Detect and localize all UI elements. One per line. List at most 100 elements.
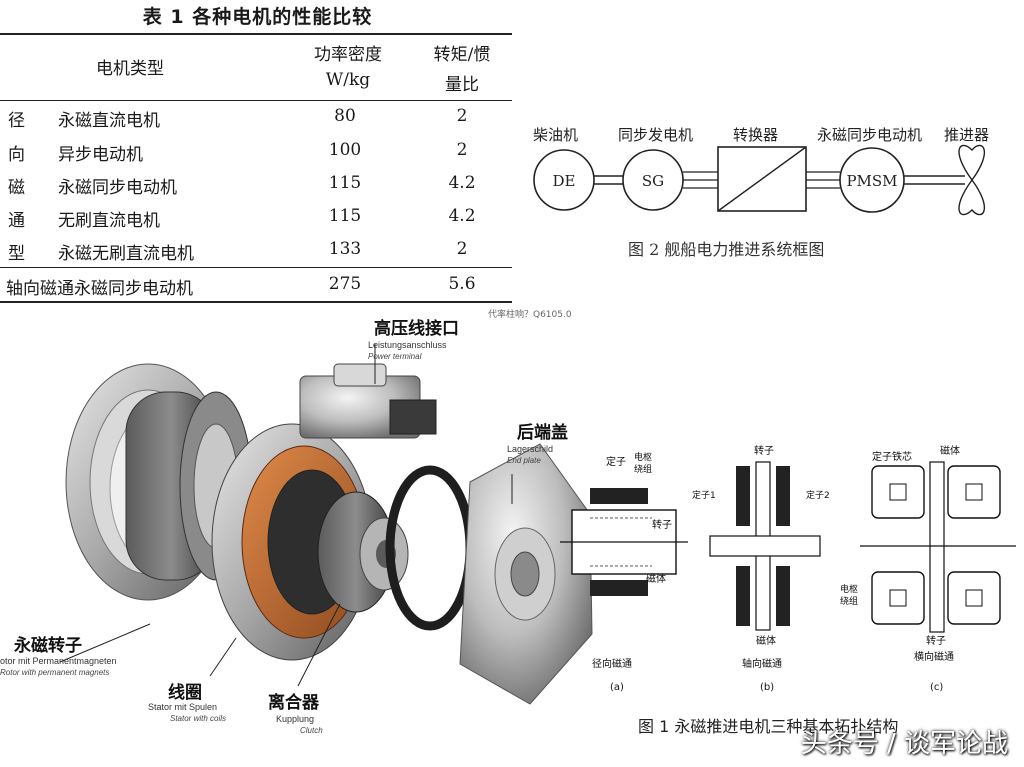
row-ratio: 4.2 [448,173,476,193]
c-core-label: 定子铁芯 [872,450,912,463]
topology-figure: 定子 电枢 绕组 转子 磁体 径向磁通 (a) 转子 定子1 定子2 磁体 轴向… [560,444,1016,736]
row-motor-name: 无刷直流电机 [58,211,160,231]
b-stator2-bottom [776,566,790,626]
table-title: 表 1 各种电机的性能比较 [142,6,373,28]
b-rotor-label: 转子 [754,444,774,457]
a-winding-label: 电枢 [634,451,652,463]
label-propeller: 推进器 [944,126,989,144]
end-plate-label-de: Lagerschild [507,444,554,454]
exploded-motor-photo: 代率柱响？Q6105.0 [0,304,612,767]
last-row-ratio: 5.6 [448,274,476,294]
stator-label: 线圈 [168,683,202,703]
fig2-caption: 图 2 舰船电力推进系统框图 [628,240,824,259]
group-char: 通 [8,211,25,231]
row-motor-name: 异步电动机 [58,145,143,165]
table-top-rule [0,33,512,35]
table-header-rule [0,100,512,101]
last-row-motor-name: 轴向磁通永磁同步电动机 [6,279,193,299]
c-winding-label: 电枢 [840,583,858,595]
b-stator1-label: 定子1 [692,489,716,501]
panel-c-transverse: 定子铁芯 磁体 电枢 绕组 转子 横向磁通 (c) [840,444,1016,693]
cropped-text-snippet: 代率柱响？Q6105.0 [488,308,572,320]
group-char: 径 [8,111,25,131]
fig1-caption: 图 1 永磁推进电机三种基本拓扑结构 [638,717,898,736]
end-plate-label-en: End plate [507,456,541,465]
rotor-label-en: Rotor with permanent magnets [0,668,110,677]
header-torque-ratio-2: 量比 [445,75,479,95]
a-rotor-label: 转子 [652,518,672,531]
c-rotor-bar [929,461,945,633]
power-terminal-label-de: Leistungsanschluss [368,340,447,350]
diesel-node-label: DE [553,172,576,190]
propeller-icon [958,144,986,216]
leader-line [297,603,341,687]
clutch-label: 离合器 [268,693,319,713]
converter-diagonal [717,146,807,212]
leader-line [59,623,151,663]
a-stator-label: 定子 [606,455,626,468]
clutch-label-de: Kupplung [276,714,315,724]
row-motor-name: 永磁直流电机 [58,111,160,131]
a-magnet-label: 磁体 [646,572,666,585]
c-rotor-label: 转子 [926,634,946,647]
b-stator1-bottom [736,566,750,626]
leader-line [209,637,237,677]
end-plate [459,443,593,705]
stator-label-de: Stator mit Spulen [148,702,218,712]
header-motor-type: 电机类型 [96,59,164,79]
row-motor-name: 永磁无刷直流电机 [58,244,194,264]
label-diesel: 柴油机 [533,126,578,144]
label-generator: 同步发电机 [618,126,693,144]
b-magnet-label: 磁体 [756,634,776,647]
panel-a-radial: 定子 电枢 绕组 转子 磁体 径向磁通 (a) [560,451,688,693]
pmsm-node [839,147,905,213]
c-winding-label-2: 绕组 [840,595,858,607]
row-density: 133 [328,239,362,259]
table-group-rule [0,267,512,268]
power-terminal-label: 高压线接口 [374,319,459,339]
diesel-node [533,149,595,211]
c-magnet-label: 磁体 [940,444,960,457]
b-shaft [709,535,821,557]
row-ratio: 2 [456,106,468,126]
last-row-density: 275 [328,274,362,294]
group-char: 向 [8,145,25,165]
table-bottom-rule [0,301,512,303]
watermark: 头条号 / 谈军论战 [800,729,1008,759]
a-flux-label: 径向磁通 [592,657,632,670]
row-ratio: 4.2 [448,206,476,226]
clutch-label-en: Clutch [300,726,323,735]
end-plate-label: 后端盖 [517,423,568,443]
b-stator2-label: 定子2 [806,489,830,501]
c-tag: (c) [930,682,943,693]
pmsm-node-label: PMSM [846,172,897,190]
a-stator-top [590,488,648,504]
panel-b-axial: 转子 定子1 定子2 磁体 轴向磁通 (b) [692,444,830,693]
row-density: 80 [334,106,356,126]
motor-exploded-illustration: 代率柱响？Q6105.0 [59,308,593,705]
generator-node-label: SG [642,172,664,190]
c-coil-icon [965,589,983,607]
group-char: 磁 [8,178,25,198]
c-coil-icon [889,483,907,501]
a-stator-bottom [590,580,648,596]
power-terminal-box [299,363,437,439]
rotor-label: 永磁转子 [14,636,82,656]
a-tag: (a) [610,682,624,693]
c-coil-icon [889,589,907,607]
header-power-density: 功率密度 [314,45,382,65]
row-density: 115 [328,206,362,226]
c-coil-icon [965,483,983,501]
row-ratio: 2 [456,140,468,160]
group-char: 型 [8,244,25,264]
rotor-label-de: otor mit Permanentmagneten [0,656,117,666]
row-density: 100 [328,140,362,160]
b-stator1-top [736,466,750,526]
permanent-magnet-rotor [125,391,253,581]
b-tag: (b) [760,682,774,693]
power-terminal-label-en: Power terminal [368,352,422,361]
propulsion-block-diagram: 柴油机 同步发电机 转换器 永磁同步电动机 推进器 DE SG PMSM 图 2… [533,126,989,259]
b-stator2-top [776,466,790,526]
label-pmsm: 永磁同步电动机 [817,126,922,144]
header-power-density-unit: W/kg [325,70,371,90]
